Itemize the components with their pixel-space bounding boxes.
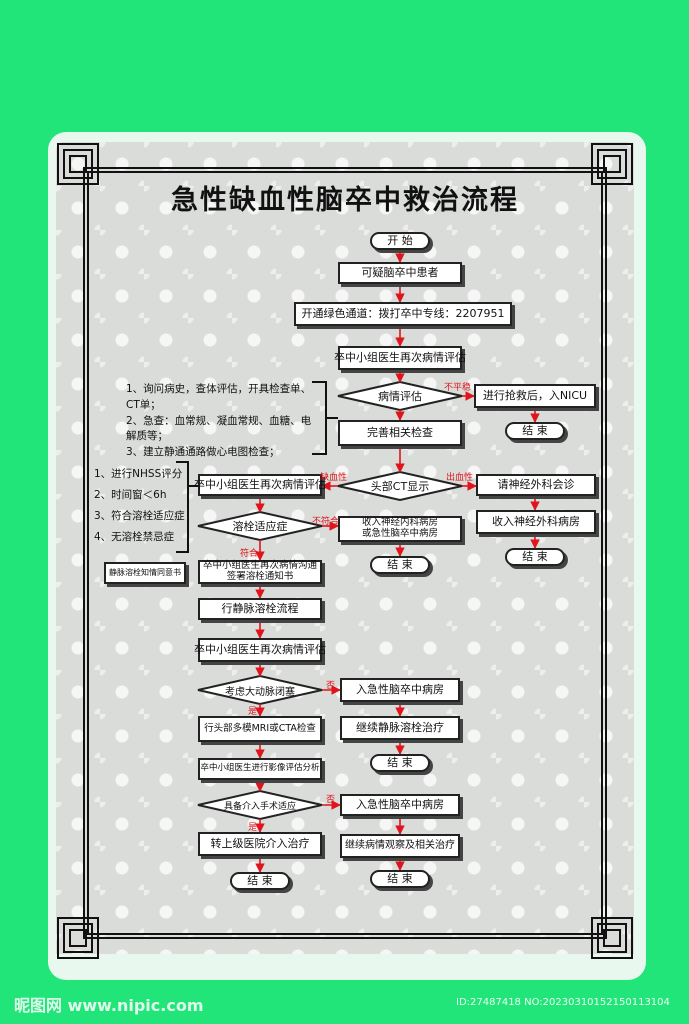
end-node-3: 结 束 bbox=[505, 548, 565, 566]
border-frame bbox=[57, 143, 633, 959]
admit-neurology-line-2: 或急性脑卒中病房 bbox=[361, 528, 438, 539]
end-node-2: 结 束 bbox=[370, 556, 430, 574]
admit-neurosurgery-node: 收入神经外科病房 bbox=[476, 510, 596, 534]
page-title: 急性缺血性脑卒中救治流程 bbox=[171, 185, 519, 216]
start-node: 开 始 bbox=[370, 232, 430, 250]
note-line: 3、符合溶栓适应症 bbox=[94, 510, 185, 522]
watermark-id: ID:27487418 NO:20230310152150113104 bbox=[456, 997, 670, 1008]
corner-ornament-tr bbox=[591, 143, 633, 185]
rescue-nicu-node: 进行抢救后，入NICU bbox=[474, 384, 596, 408]
edge-label-unstable: 不平稳 bbox=[444, 383, 472, 393]
bracket-top bbox=[312, 381, 338, 455]
notes-top: 1、询问病史，查体评估，开具检查单、 CT单； 2、急查：血常规、凝血常规、血糖… bbox=[126, 382, 311, 461]
bracket-left bbox=[176, 461, 198, 553]
complete-exam-node: 完善相关检查 bbox=[338, 420, 462, 446]
notes-left: 1、进行NHSS评分 2、时间窗＜6h 3、符合溶栓适应症 4、无溶栓禁忌症 bbox=[94, 464, 185, 548]
note-line: 4、无溶栓禁忌症 bbox=[94, 531, 175, 543]
admit-stroke-node-1: 入急性脑卒中病房 bbox=[340, 678, 460, 702]
note-line: 1、询问病史，查体评估，开具检查单、 bbox=[126, 383, 312, 395]
end-node-1: 结 束 bbox=[505, 422, 565, 440]
note-line: 3、建立静通通路做心电图检查； bbox=[126, 446, 280, 458]
reassess-node-3: 卒中小组医生再次病情评估 bbox=[194, 638, 326, 662]
reassess-communicate-node: 卒中小组医生再次病情沟通 签署溶栓通知书 bbox=[198, 560, 322, 584]
end-node-6: 结 束 bbox=[370, 870, 430, 888]
imaging-analysis-node: 卒中小组医生进行影像评估分析 bbox=[198, 758, 322, 780]
reassess-node-1: 卒中小组医生再次病情评估 bbox=[334, 346, 466, 370]
edge-label-yes-1: 是 bbox=[248, 707, 258, 717]
note-line: 解质等； bbox=[126, 430, 168, 443]
edge-label-not-met: 不符合 bbox=[312, 517, 340, 527]
iv-thrombolysis-node: 行静脉溶栓流程 bbox=[198, 598, 322, 620]
admit-neurology-node: 收入神经内科病房 或急性脑卒中病房 bbox=[338, 516, 462, 542]
watermark-site: 昵图网 www.nipic.com bbox=[14, 996, 204, 1015]
transfer-node: 转上级医院介入治疗 bbox=[198, 832, 322, 856]
consent-form-node: 静脉溶栓知情同意书 bbox=[104, 562, 186, 584]
edge-label-ischemic: 缺血性 bbox=[320, 473, 348, 483]
edge-label-hemorrhagic: 出血性 bbox=[446, 473, 474, 483]
ct-display-label: 头部CT显示 bbox=[370, 480, 430, 493]
green-channel-node: 开通绿色通道：拨打卒中专线：2207951 bbox=[294, 302, 512, 326]
observe-node: 继续病情观察及相关治疗 bbox=[340, 834, 460, 858]
corner-ornament-bl bbox=[57, 917, 99, 959]
edge-label-no-1: 否 bbox=[326, 681, 336, 691]
note-line: CT单； bbox=[126, 398, 161, 411]
end-node-5: 结 束 bbox=[230, 872, 290, 890]
edge-label-met: 符合 bbox=[240, 549, 259, 559]
mri-cta-node: 行头部多模MRI或CTA检查 bbox=[198, 716, 322, 742]
neurosurgery-consult-node: 请神经外科会诊 bbox=[476, 474, 596, 496]
note-line: 1、进行NHSS评分 bbox=[94, 468, 183, 480]
note-line: 2、时间窗＜6h bbox=[94, 489, 167, 501]
condition-eval-label: 病情评估 bbox=[378, 390, 422, 403]
edge-label-yes-2: 是 bbox=[248, 823, 258, 833]
suspect-node: 可疑脑卒中患者 bbox=[338, 262, 462, 284]
intervention-indication-label: 具备介入手术适应 bbox=[223, 801, 296, 812]
admit-neurology-line-1: 收入神经内科病房 bbox=[361, 517, 438, 529]
thrombolysis-indication-label: 溶栓适应症 bbox=[232, 520, 288, 533]
admit-stroke-node-2: 入急性脑卒中病房 bbox=[340, 794, 460, 816]
note-line: 2、急查：血常规、凝血常规、血糖、电 bbox=[126, 414, 312, 427]
reassess-communicate-line-1: 卒中小组医生再次病情沟通 bbox=[202, 560, 317, 572]
continue-iv-node: 继续静脉溶栓治疗 bbox=[340, 716, 460, 740]
end-node-4: 结 束 bbox=[370, 754, 430, 772]
large-vessel-label: 考虑大动脉闭塞 bbox=[225, 686, 295, 698]
corner-ornament-tl bbox=[57, 143, 99, 185]
reassess-communicate-line-2: 签署溶栓通知书 bbox=[226, 571, 294, 582]
edge-label-no-2: 否 bbox=[326, 795, 336, 805]
corner-ornament-br bbox=[591, 917, 633, 959]
reassess-node-2: 卒中小组医生再次病情评估 bbox=[194, 474, 326, 496]
